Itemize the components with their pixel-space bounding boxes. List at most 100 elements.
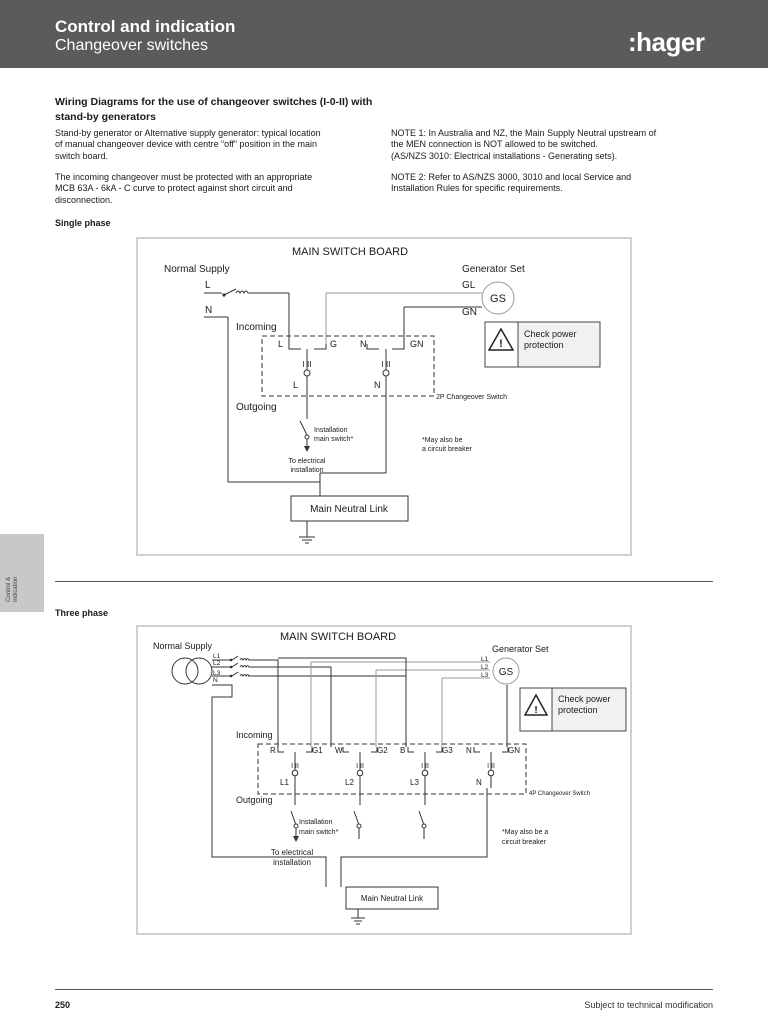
to-install-label-2: installation bbox=[273, 858, 311, 867]
breaker-note-1: *May also be bbox=[422, 437, 463, 444]
line-gl-label: GL bbox=[462, 280, 476, 291]
pole-right-label: GN bbox=[508, 746, 520, 755]
generator-symbol: GS bbox=[499, 667, 514, 678]
breaker-note-2: circuit breaker bbox=[502, 839, 547, 846]
neutral-link-label: Main Neutral Link bbox=[361, 894, 424, 903]
supply-l1-label: L1 bbox=[213, 653, 221, 660]
generator-set-label: Generator Set bbox=[492, 644, 549, 654]
main-switch-icon bbox=[293, 823, 299, 829]
main-switch-label-2: main switch* bbox=[299, 829, 339, 836]
out-n-label: N bbox=[374, 380, 381, 390]
warning-text-2: protection bbox=[524, 340, 564, 350]
footer-divider bbox=[55, 989, 713, 990]
svg-text:!: ! bbox=[534, 705, 537, 716]
to-install-label-1: To electrical bbox=[271, 848, 313, 857]
generator-icon bbox=[492, 657, 520, 685]
single-phase-label: Single phase bbox=[55, 218, 111, 228]
pole-wiring bbox=[277, 747, 313, 753]
changeover-switch-box bbox=[261, 335, 435, 397]
main-switch-label-1: Installation bbox=[299, 819, 333, 826]
generator-set-label: Generator Set bbox=[462, 264, 525, 275]
pole-wiring bbox=[473, 747, 509, 753]
pole-1-contact-icon bbox=[303, 369, 311, 377]
page-subtitle: Changeover switches bbox=[55, 37, 208, 54]
section-side-tab: Control &indication bbox=[0, 534, 44, 612]
outgoing-label: Outgoing bbox=[236, 402, 277, 413]
pole-1-right-label: G bbox=[330, 339, 337, 349]
switch-name: 2P Changeover Switch bbox=[436, 394, 507, 401]
neutral-link-box bbox=[345, 886, 439, 910]
generator-icon bbox=[481, 281, 515, 315]
pole-contact-icon bbox=[356, 769, 364, 777]
pole-right-label: G2 bbox=[377, 746, 388, 755]
supply-l3-label: L3 bbox=[213, 670, 221, 677]
earth-icon bbox=[351, 917, 365, 925]
line-n-label: N bbox=[205, 305, 212, 316]
warning-icon bbox=[487, 327, 515, 351]
pole-out-label: L1 bbox=[280, 778, 289, 787]
warning-icon bbox=[523, 693, 549, 716]
line-gn-label: GN bbox=[462, 307, 477, 318]
page-number: 250 bbox=[55, 1000, 71, 1010]
neutral-link-box bbox=[290, 495, 409, 522]
pole-out-label: L3 bbox=[410, 778, 419, 787]
incoming-label: Incoming bbox=[236, 322, 277, 333]
pole-out-label: L2 bbox=[345, 778, 354, 787]
pole-contact-icon bbox=[291, 769, 299, 777]
section-heading: Wiring Diagrams for the use of changeove… bbox=[55, 96, 373, 123]
pole-contact-icon bbox=[421, 769, 429, 777]
gen-l3-label: L3 bbox=[481, 672, 489, 679]
intro-paragraph-1: Stand-by generator or Alternative supply… bbox=[55, 128, 321, 161]
main-switch-icon bbox=[304, 434, 310, 440]
pole-left-label: W bbox=[335, 746, 343, 755]
supply-n-label: N bbox=[213, 677, 218, 684]
line-l-label: L bbox=[205, 280, 211, 291]
arrow-down-icon bbox=[304, 446, 310, 452]
breaker-note-1: *May also be a bbox=[502, 829, 548, 836]
supply-l2-label: L2 bbox=[213, 660, 221, 667]
pole-right-label: G3 bbox=[442, 746, 453, 755]
page-header: Control and indication Changeover switch… bbox=[0, 0, 768, 68]
out-l-label: L bbox=[293, 380, 298, 390]
svg-text:!: ! bbox=[499, 338, 503, 350]
single-phase-diagram: MAIN SWITCH BOARD Normal Supply Generato… bbox=[136, 237, 632, 556]
warning-text-1: Check power bbox=[524, 329, 577, 339]
note-1: NOTE 1: In Australia and NZ, the Main Su… bbox=[391, 128, 657, 161]
pole-1-left-label: L bbox=[278, 339, 283, 349]
switch-icon bbox=[356, 823, 362, 829]
section-divider bbox=[55, 581, 713, 582]
pole-left-label: N bbox=[466, 746, 472, 755]
neutral-link-label: Main Neutral Link bbox=[310, 504, 389, 515]
fuse-icon bbox=[235, 290, 249, 295]
to-install-label-1: To electrical bbox=[289, 458, 326, 465]
arrow-down-icon bbox=[293, 836, 299, 842]
board-title: MAIN SWITCH BOARD bbox=[292, 246, 408, 258]
incoming-label: Incoming bbox=[236, 730, 273, 740]
main-switch-label-2: main switch* bbox=[314, 436, 354, 443]
footer-note: Subject to technical modification bbox=[584, 1000, 713, 1010]
hager-logo: :hager bbox=[628, 27, 705, 57]
outgoing-label: Outgoing bbox=[236, 795, 273, 805]
intro-paragraph-2: The incoming changeover must be protecte… bbox=[55, 172, 313, 205]
breaker-note-2: a circuit breaker bbox=[422, 446, 472, 453]
pole-2-left-label: N bbox=[360, 339, 367, 349]
normal-supply-label: Normal Supply bbox=[164, 264, 230, 275]
pole-contact-icon bbox=[487, 769, 495, 777]
earth-icon bbox=[299, 536, 315, 544]
page-title: Control and indication bbox=[55, 17, 236, 36]
pole-wiring bbox=[342, 747, 378, 753]
pole-left-label: B bbox=[400, 746, 405, 755]
pole-left-label: R bbox=[270, 746, 276, 755]
generator-symbol: GS bbox=[490, 293, 506, 305]
gen-l1-label: L1 bbox=[481, 656, 489, 663]
changeover-switch-box bbox=[257, 743, 527, 795]
pole-right-label: G1 bbox=[312, 746, 323, 755]
to-install-label-2: installation bbox=[290, 467, 323, 474]
warning-text-2: protection bbox=[558, 705, 598, 715]
warning-text-1: Check power bbox=[558, 694, 611, 704]
switch-name: 4P Changeover Switch bbox=[529, 791, 590, 797]
note-2: NOTE 2: Refer to AS/NZS 3000, 3010 and l… bbox=[391, 172, 632, 194]
switch-icon bbox=[421, 823, 427, 829]
pole-2-contact-icon bbox=[382, 369, 390, 377]
